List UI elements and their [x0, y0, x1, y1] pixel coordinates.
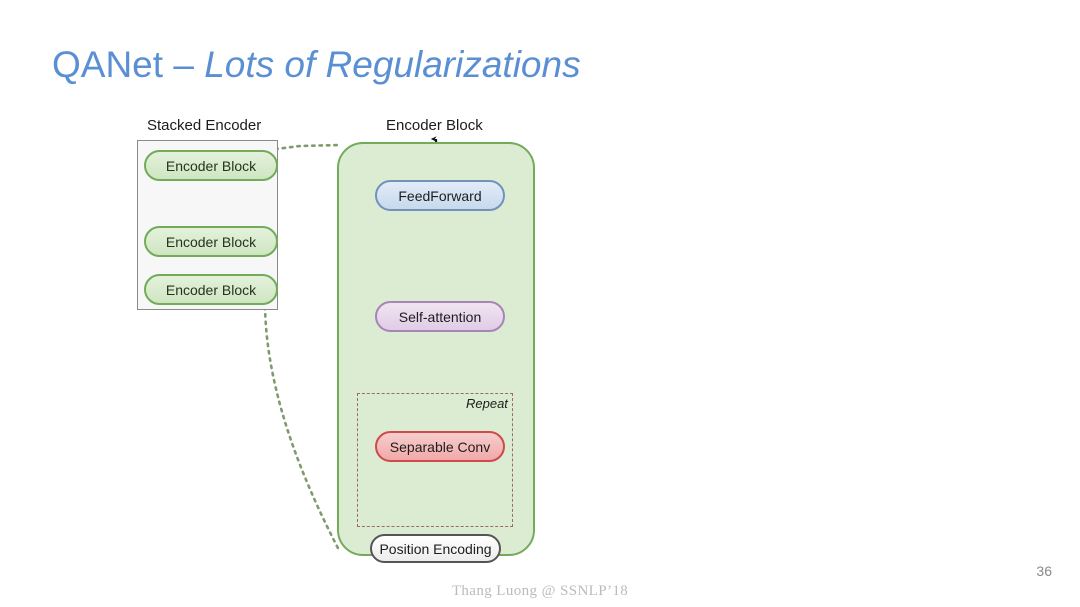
stacked-encoder-caption: Stacked Encoder: [147, 117, 262, 134]
page-number: 36: [1036, 563, 1052, 579]
page-title-italic: Lots of Regularizations: [204, 44, 581, 85]
node-feedforward[interactable]: FeedForward: [375, 180, 505, 211]
node-self-attention[interactable]: Self-attention: [375, 301, 505, 332]
encoder-block-panel: [337, 142, 535, 556]
stacked-encoder-block-2[interactable]: Encoder Block: [144, 226, 278, 257]
footer-credit: Thang Luong @ SSNLP’18: [451, 583, 629, 599]
repeat-region-box: [357, 393, 513, 527]
node-separable-conv[interactable]: Separable Conv: [375, 431, 505, 462]
stacked-encoder-block-1[interactable]: Encoder Block: [144, 150, 278, 181]
page-title-plain: QANet –: [52, 44, 205, 85]
encoder-block-caption: Encoder Block: [386, 117, 483, 134]
stacked-encoder-block-3[interactable]: Encoder Block: [144, 274, 278, 305]
repeat-label: Repeat: [466, 396, 508, 411]
zoom-connector-top: [266, 143, 342, 152]
node-position-encoding[interactable]: Position Encoding: [370, 534, 501, 563]
page-title: QANet – Lots of Regularizations: [52, 44, 581, 86]
